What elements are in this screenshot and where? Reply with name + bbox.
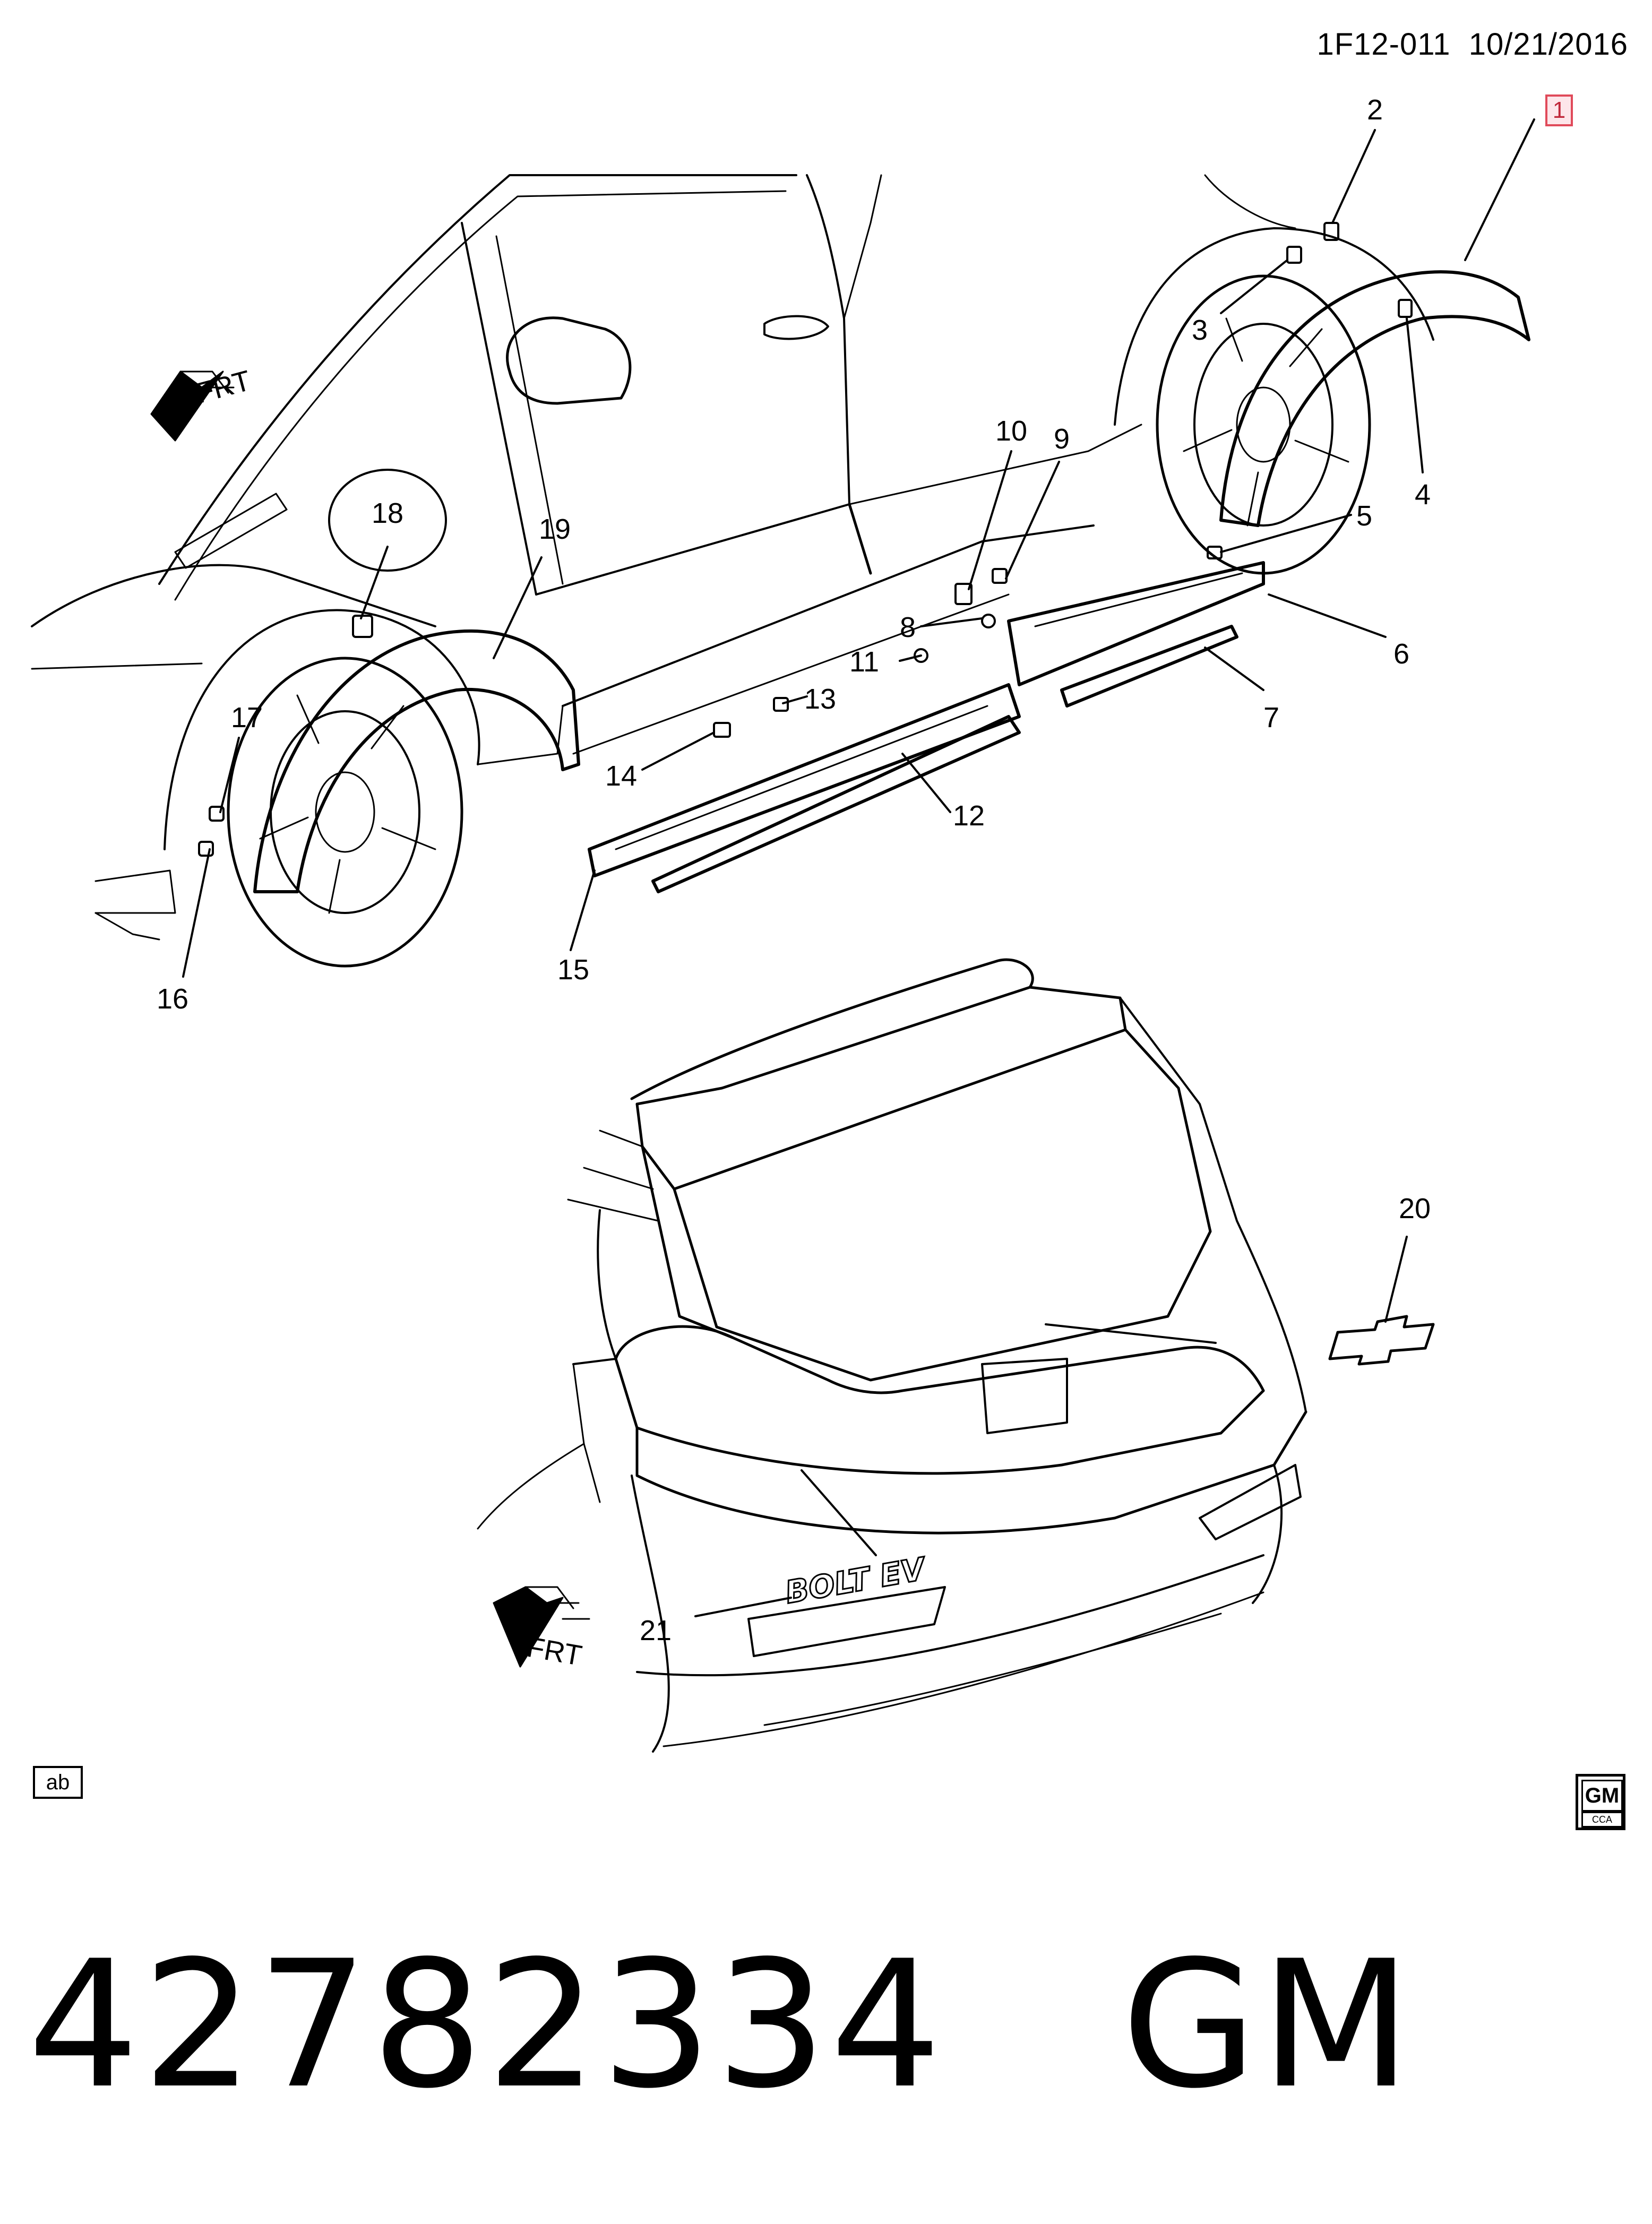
doc-code: 1F12-011 — [1317, 27, 1451, 62]
part-15-front-door-molding[interactable] — [588, 683, 1021, 877]
callout-15: 15 — [557, 954, 589, 986]
callout-18: 18 — [372, 497, 403, 529]
part-7-rear-door-molding-strip[interactable] — [1060, 625, 1238, 708]
callout-7: 7 — [1263, 702, 1279, 734]
part-1-rear-wheel-opening-molding[interactable] — [1219, 270, 1530, 527]
part-19-front-wheel-opening-molding[interactable] — [253, 629, 580, 893]
callout-6: 6 — [1393, 638, 1409, 670]
callout-21: 21 — [640, 1615, 672, 1647]
callout-16: 16 — [157, 983, 188, 1015]
callout-11: 11 — [849, 646, 879, 678]
leader-lines-top — [182, 118, 1535, 978]
callout-17: 17 — [231, 702, 263, 734]
gm-logo: GM CCA — [1576, 1774, 1625, 1830]
fastener-clips — [198, 222, 1413, 857]
ab-label-box: ab — [33, 1766, 83, 1799]
brand: GM — [1121, 1923, 1415, 2127]
gm-logo-text: GM — [1581, 1780, 1623, 1812]
gm-logo-subtext: CCA — [1581, 1812, 1623, 1828]
diagram-header: 1F12-011 10/21/2016 — [1317, 27, 1628, 62]
footer-part-number: 42782334 GM — [28, 1937, 1415, 2113]
callout-10: 10 — [995, 415, 1027, 447]
callout-4: 4 — [1415, 479, 1431, 511]
part-number: 42782334 — [28, 1923, 945, 2127]
callout-8: 8 — [900, 611, 916, 643]
callout-numbers: 2 3 4 5 6 7 8 9 10 11 12 13 14 15 16 17 … — [157, 94, 1431, 1647]
part-12-front-door-molding-strip[interactable] — [651, 715, 1021, 893]
vehicle-rear-view — [477, 958, 1435, 1753]
part-6-rear-door-molding[interactable] — [1007, 561, 1265, 686]
callout-3: 3 — [1192, 314, 1208, 346]
frt-label-bottom: FRT — [524, 1631, 584, 1672]
callout-2: 2 — [1367, 94, 1383, 126]
callout-12: 12 — [953, 800, 985, 832]
callout-5: 5 — [1356, 500, 1372, 532]
front-direction-arrow-top — [150, 370, 235, 442]
doc-date: 10/21/2016 — [1468, 27, 1628, 62]
highlighted-callout-1[interactable]: 1 — [1545, 94, 1573, 126]
part-20-bowtie-emblem[interactable] — [1328, 1315, 1435, 1366]
callout-13: 13 — [804, 683, 836, 715]
callout-19: 19 — [539, 513, 571, 545]
callout-9: 9 — [1054, 423, 1070, 455]
vehicle-side-view — [31, 174, 1434, 968]
callout-20: 20 — [1399, 1193, 1431, 1225]
callout-14: 14 — [605, 760, 637, 792]
front-direction-arrow-bottom — [493, 1586, 590, 1668]
